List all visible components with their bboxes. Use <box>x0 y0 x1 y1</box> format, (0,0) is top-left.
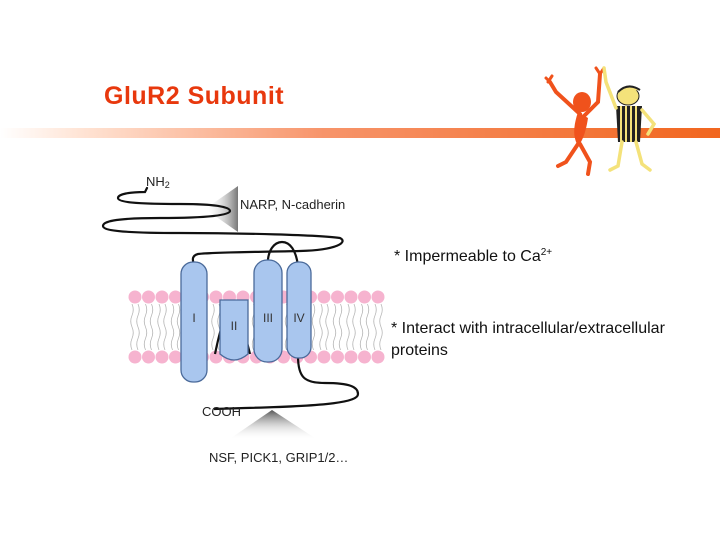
lipid-tail <box>365 326 370 351</box>
title-underline <box>0 128 720 138</box>
segment-label-3: III <box>263 311 273 325</box>
tm-helix-1 <box>180 261 208 383</box>
lipid-head <box>358 350 371 364</box>
tm-helix-3 <box>253 259 283 363</box>
lipid-head <box>155 350 169 364</box>
lipid-tail <box>170 303 175 328</box>
lipid-tail <box>332 326 337 351</box>
extracellular-loop <box>266 240 300 271</box>
n-terminal-pointer <box>205 186 238 232</box>
lipid-tail <box>157 303 161 328</box>
lipid-tail <box>365 303 370 328</box>
lipid-tail <box>311 303 316 328</box>
lipid-tail <box>143 326 148 351</box>
segment-label-2: II <box>231 319 238 333</box>
lipid-head <box>344 350 358 364</box>
lipid-head <box>169 290 182 304</box>
n-terminus-label: NH2 <box>146 174 170 190</box>
lipid-tail <box>325 326 329 351</box>
lipid-tail <box>157 326 161 351</box>
lipid-tail <box>130 303 134 328</box>
lipid-tail <box>163 303 167 328</box>
lipid-head <box>155 290 169 304</box>
lipid-head <box>371 350 385 364</box>
lipid-tail <box>379 326 383 351</box>
lipid-head <box>128 290 142 304</box>
lipid-tail <box>373 326 377 351</box>
c-terminal-pointer <box>228 410 318 440</box>
slide-title: GluR2 Subunit <box>104 82 285 110</box>
lipid-tail <box>346 303 350 328</box>
lipid-tail <box>325 303 329 328</box>
lipid-tail <box>211 326 215 351</box>
lipid-tail <box>359 303 364 328</box>
lipid-head <box>331 290 344 304</box>
lipid-tail <box>379 303 383 328</box>
lipid-tail <box>311 326 316 351</box>
note-calcium-impermeable: * Impermeable to Ca2+ <box>394 247 552 266</box>
lipid-tail <box>332 303 337 328</box>
note-protein-interaction: * Interact with intracellular/extracellu… <box>391 320 665 359</box>
lipid-tail <box>176 303 181 328</box>
lipid-head <box>209 290 223 304</box>
c-terminal-binding-label: NSF, PICK1, GRIP1/2… <box>209 450 349 465</box>
lipid-head <box>209 350 223 364</box>
n-terminal-binding-label: NARP, N-cadherin <box>240 197 346 212</box>
striped-dancer-icon <box>602 66 657 172</box>
lipid-tail <box>338 326 343 351</box>
lipid-tail <box>211 303 215 328</box>
note-calcium-text: * Impermeable to Ca <box>394 248 541 265</box>
c-terminus-label: COOH <box>202 404 241 419</box>
dancing-figures-clipart <box>544 66 657 176</box>
lipid-tail <box>319 326 323 351</box>
c-terminal-strand <box>213 355 360 411</box>
tm-helix-2 <box>219 299 249 361</box>
lipid-tail <box>352 326 356 351</box>
lipid-tail <box>359 326 364 351</box>
lipid-head <box>169 350 182 364</box>
lipid-head <box>142 350 155 364</box>
lipid-bilayer <box>128 290 385 364</box>
lipid-head <box>344 290 358 304</box>
tm-helix-4 <box>286 261 312 359</box>
lipid-tail <box>163 326 167 351</box>
lipid-tail <box>176 326 181 351</box>
n-terminus-text: NH <box>146 174 165 189</box>
lipid-tail <box>149 326 154 351</box>
lipid-tail <box>338 303 343 328</box>
lipid-tail <box>136 303 140 328</box>
lipid-tail <box>170 326 175 351</box>
lipid-tail <box>373 303 377 328</box>
lipid-tail <box>130 326 134 351</box>
orange-dancer-icon <box>544 66 606 176</box>
note-calcium-superscript: 2+ <box>540 247 553 258</box>
lipid-head <box>358 290 371 304</box>
lipid-tail <box>136 326 140 351</box>
lipid-head <box>128 350 142 364</box>
lipid-tail <box>346 326 350 351</box>
lipid-head <box>331 350 344 364</box>
n-terminus-subscript: 2 <box>164 180 170 190</box>
lipid-tail <box>149 303 154 328</box>
lipid-tail <box>143 303 148 328</box>
segment-label-1: I <box>192 311 195 325</box>
segment-label-4: IV <box>293 311 304 325</box>
n-terminal-strand <box>101 186 344 274</box>
lipid-head <box>142 290 155 304</box>
lipid-tail <box>352 303 356 328</box>
lipid-head <box>317 350 331 364</box>
lipid-tail <box>319 303 323 328</box>
lipid-head <box>317 290 331 304</box>
lipid-head <box>371 290 385 304</box>
